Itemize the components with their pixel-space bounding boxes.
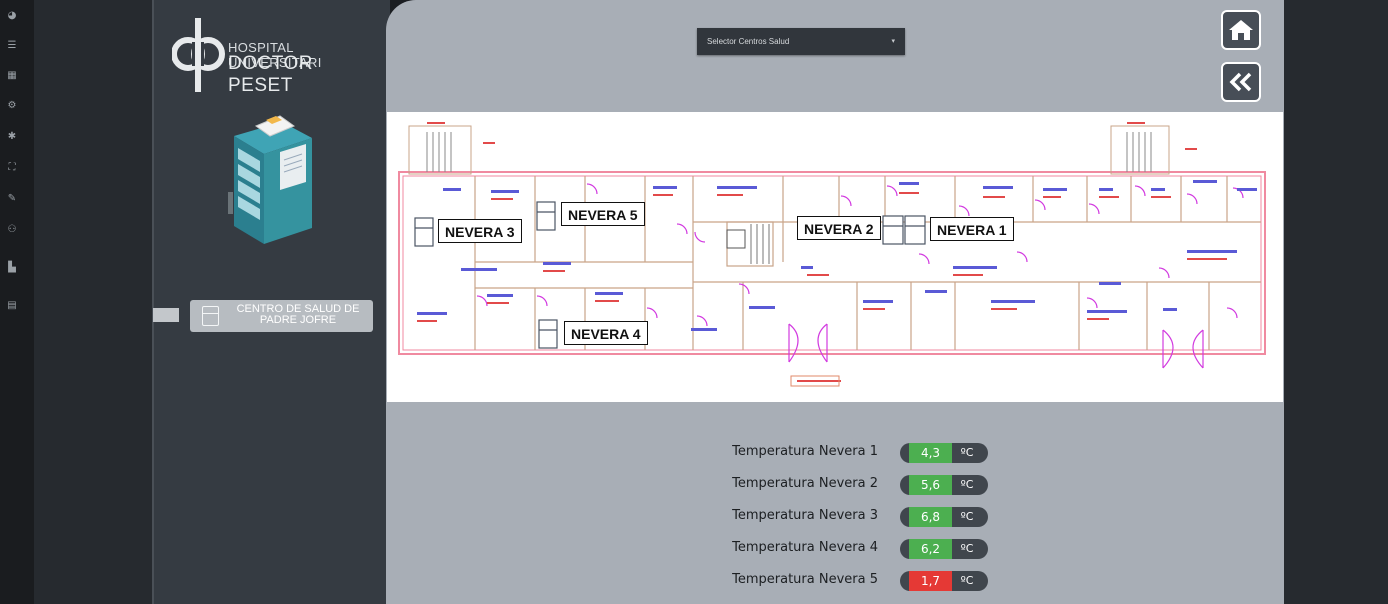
selector-label: Selector Centros Salud — [707, 37, 790, 46]
temperature-unit: ºC — [960, 446, 974, 459]
temperature-value: 1,7 — [909, 571, 952, 591]
temperature-label: Temperatura Nevera 5 — [732, 572, 878, 587]
nevera-3-label[interactable]: NEVERA 3 — [438, 219, 522, 243]
temperature-readout: 6,2 ºC — [900, 539, 988, 559]
temperature-list: Temperatura Nevera 1 4,3 ºC Temperatura … — [700, 440, 1000, 600]
temperature-label: Temperatura Nevera 1 — [732, 444, 878, 459]
nevera-1-label[interactable]: NEVERA 1 — [930, 217, 1014, 241]
edit-icon[interactable]: ✎ — [7, 193, 17, 204]
right-gutter — [1284, 0, 1388, 604]
temperature-readout: 5,6 ºC — [900, 475, 988, 495]
dashboard-icon[interactable]: ◕ — [7, 10, 17, 21]
floor-plan-drawing — [398, 122, 1266, 387]
nevera-4-label[interactable]: NEVERA 4 — [564, 321, 648, 345]
left-gutter — [34, 0, 152, 604]
temperature-row: Temperatura Nevera 3 6,8 ºC — [700, 504, 1000, 536]
center-button-label: CENTRO DE SALUD DE PADRE JOFRE — [236, 303, 360, 326]
temperature-readout: 4,3 ºC — [900, 443, 988, 463]
temperature-value: 6,8 — [909, 507, 952, 527]
center-connector — [153, 308, 179, 322]
hospital-name-line1: HOSPITAL UNIVERSITARI — [228, 40, 322, 70]
settings-icon[interactable]: ⚙ — [7, 100, 17, 111]
temperature-row: Temperatura Nevera 4 6,2 ºC — [700, 536, 1000, 568]
temperature-value: 4,3 — [909, 443, 952, 463]
document-icon[interactable]: ▤ — [7, 300, 17, 311]
temperature-readout: 6,8 ºC — [900, 507, 988, 527]
temperature-label: Temperatura Nevera 2 — [732, 476, 878, 491]
temperature-value: 5,6 — [909, 475, 952, 495]
expand-icon[interactable]: ⛶ — [8, 162, 16, 173]
nevera-2-label[interactable]: NEVERA 2 — [797, 216, 881, 240]
center-button-padre-jofre[interactable]: CENTRO DE SALUD DE PADRE JOFRE — [190, 300, 373, 332]
temperature-value: 6,2 — [909, 539, 952, 559]
temperature-unit: ºC — [960, 510, 974, 523]
network-icon[interactable]: ✱ — [7, 131, 17, 142]
temperature-label: Temperatura Nevera 4 — [732, 540, 878, 555]
table-icon[interactable]: ▦ — [7, 70, 17, 81]
hospital-name-line2: DOCTOR PESET — [228, 53, 313, 96]
temperature-label: Temperatura Nevera 3 — [732, 508, 878, 523]
home-button[interactable] — [1221, 10, 1261, 50]
hospital-logo: HOSPITAL UNIVERSITARI DOCTOR PESET — [172, 16, 372, 96]
center-selector-dropdown[interactable]: Selector Centros Salud ▾ — [697, 28, 905, 55]
temperature-row: Temperatura Nevera 2 5,6 ºC — [700, 472, 1000, 504]
icon-rail: ◕ ☰ ▦ ⚙ ✱ ⛶ ✎ ⚇ ▙ ▤ — [0, 0, 34, 604]
floor-plan: NEVERA 3 NEVERA 5 NEVERA 2 NEVERA 1 NEVE… — [387, 112, 1283, 402]
temperature-unit: ºC — [960, 478, 974, 491]
double-chevron-left-icon — [1229, 72, 1252, 92]
back-button[interactable] — [1221, 62, 1261, 102]
temperature-unit: ºC — [960, 542, 974, 555]
temperature-row: Temperatura Nevera 1 4,3 ºC — [700, 440, 1000, 472]
chevron-down-icon: ▾ — [891, 38, 895, 45]
list-icon[interactable]: ☰ — [7, 40, 17, 51]
building-icon[interactable]: ▙ — [8, 262, 16, 273]
logo-mark-icon — [172, 18, 225, 92]
temperature-row: Temperatura Nevera 5 1,7 ºC — [700, 568, 1000, 600]
temperature-readout: 1,7 ºC — [900, 571, 988, 591]
temperature-unit: ºC — [960, 574, 974, 587]
fridge-icon — [202, 306, 219, 326]
home-icon — [1229, 20, 1253, 40]
nevera-5-label[interactable]: NEVERA 5 — [561, 202, 645, 226]
people-icon[interactable]: ⚇ — [7, 224, 17, 235]
fridge-illustration-icon — [228, 115, 312, 244]
